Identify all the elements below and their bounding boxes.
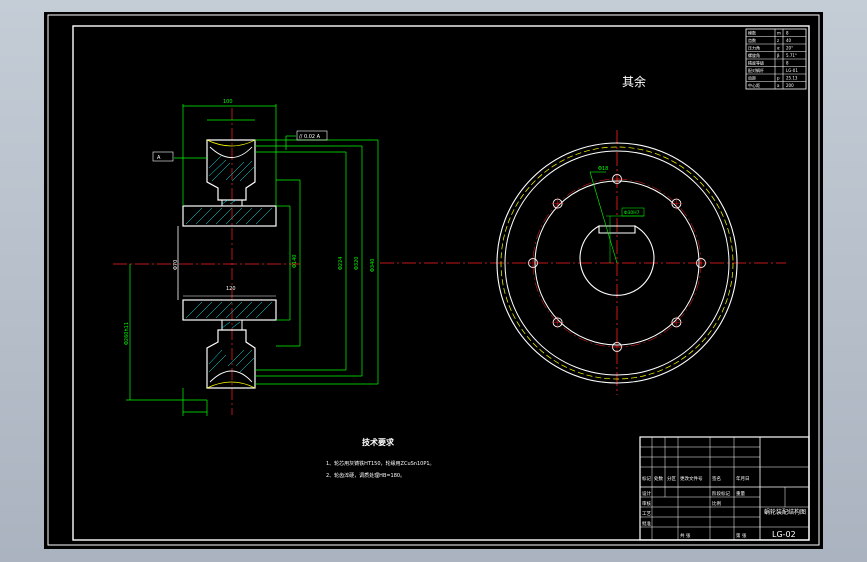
param-label: 压力角 [748,45,760,51]
dim-dia-2: Φ224 [338,257,344,270]
root-circle [504,150,730,376]
title-header-cell: 处数 [654,475,663,482]
bolt-holes [527,173,707,353]
hole-leader [589,171,618,264]
part-name: 蜗轮装配结构图 [764,508,806,516]
param-value: 25.13 [786,76,798,81]
title-row-label: 审核 [642,500,651,507]
title-right-cell: 重量 [736,490,745,497]
param-symbol: α [777,46,780,51]
datum-box-left [152,151,174,162]
param-label: 模数 [748,30,756,36]
title-right-cell: 阶段标记 [712,490,730,497]
param-label: 螺旋角 [748,52,760,58]
param-label: 齿数 [748,37,756,43]
drawing-number: LG-02 [772,530,796,539]
title-header-cell: 签名 [712,475,721,482]
section-view: A // 0.02 A 100 120 Φ140 Φ224 Φ320 Φ340 … [113,99,379,416]
param-label: 中心距 [748,82,760,88]
rim-bottom-outline [206,329,256,389]
dim-bore-dia: Φ70 [173,260,179,270]
param-value: 20° [786,46,793,51]
param-symbol: p [777,76,780,81]
tech-requirement-2: 2、轮齿淬硬，调质处理HB=180。 [326,472,405,479]
inner-frame [72,25,810,541]
param-value: 40 [786,38,792,43]
pitch-circle [500,146,734,380]
title-block [639,436,810,541]
hub-hatch [185,199,273,329]
param-symbol: z [777,38,779,43]
throat-arc-top [209,146,253,158]
rim-top-outline [206,139,256,201]
param-label: 精度等级 [748,60,764,66]
dim-dia-3: Φ320 [354,257,360,270]
param-value: 5.71° [786,53,797,58]
dimension-lines [126,104,379,416]
param-value: LG-01 [786,68,798,73]
tech-requirements-title: 技术要求 [362,437,395,447]
title-right-cell: 比例 [712,500,721,507]
rim-top-hatch [208,155,255,182]
dim-bore-width: 120 [226,286,236,292]
dim-dia-1: Φ140 [292,255,298,268]
param-symbol: a [777,83,780,88]
dim-keyway: Φ30H7 [624,210,640,216]
title-row-label: 设计 [642,490,651,497]
param-value: 8 [786,31,789,36]
title-row-label: 工艺 [642,511,651,517]
rim-bottom-hatch [208,349,255,373]
title-header-cell: 分区 [667,475,676,482]
roughness-note: 其余 [622,74,646,89]
front-view: Φ18 Φ30H7 [380,130,786,395]
rim-top-arc [206,139,256,147]
dim-top-width: 100 [223,99,233,105]
param-value: 200 [786,83,794,88]
title-row-label: 批准 [642,520,651,527]
dim-hole-dia: Φ18 [598,166,608,172]
keyed-bore [579,225,655,296]
param-label: 配对蜗杆 [748,67,764,73]
dim-left-vertical: Φ260h11 [124,322,130,345]
svg-text:A: A [157,155,161,161]
param-symbol: m [777,31,781,36]
flatness-callout-box [296,130,328,141]
outer-rim-circle [496,142,738,384]
title-header-cell: 标记 [642,475,651,482]
param-symbol: β [777,53,780,58]
param-value: 8 [786,61,789,66]
title-right-cell: 共 张 [680,532,691,539]
tech-requirement-1: 1、轮芯用灰铸铁HT150，轮缘用ZCuSn10P1。 [326,460,435,467]
dim-dia-4: Φ340 [370,259,376,272]
param-label: 齿距 [748,75,756,81]
title-right-cell: 第 张 [736,532,747,539]
title-header-cell: 更改文件号 [680,475,703,482]
flatness-callout: // 0.02 A [299,134,321,140]
outer-frame [47,14,820,546]
title-header-cell: 年月日 [736,475,750,482]
